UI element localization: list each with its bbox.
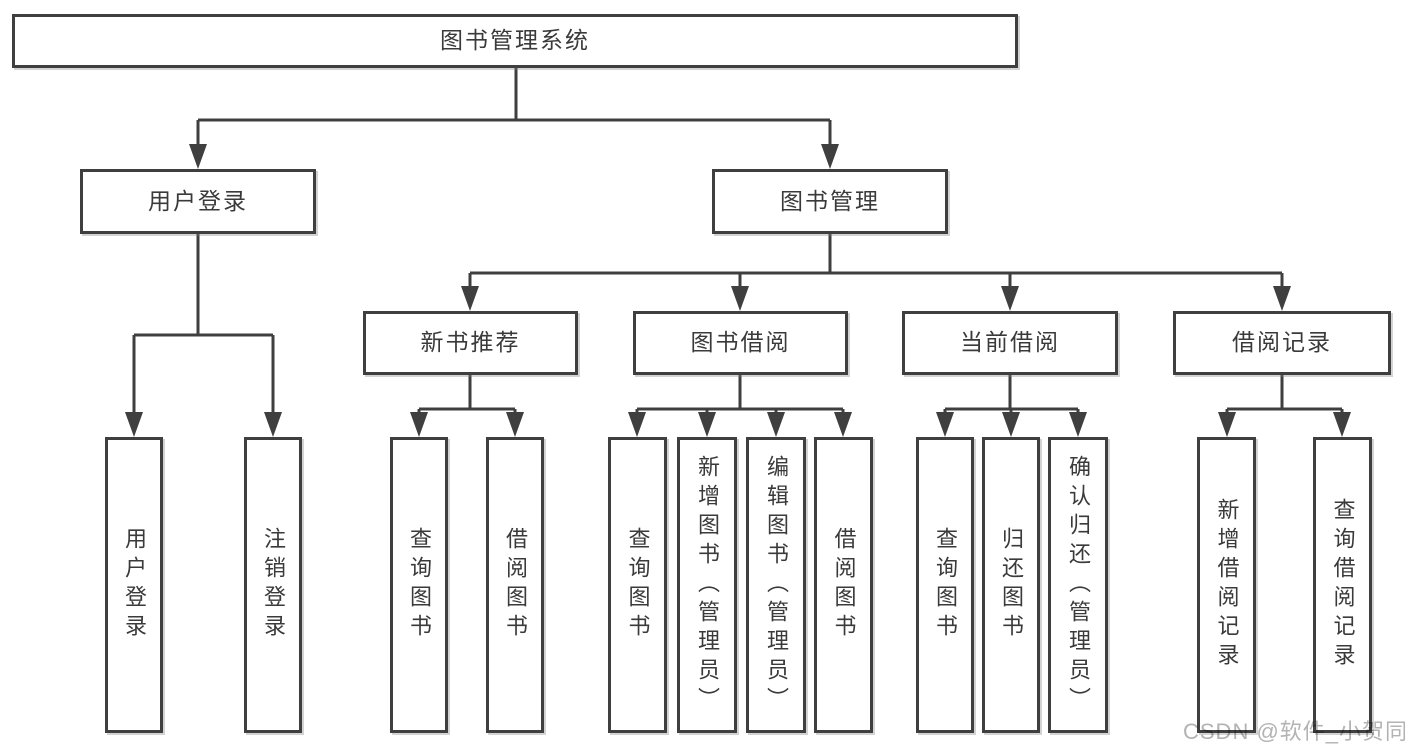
arrow-down-icon: [1001, 286, 1019, 311]
node-borrow-record-label: 借阅记录: [1232, 329, 1332, 356]
node-book-management-label: 图书管理: [780, 187, 880, 214]
node-new-book-recommend-label: 新书推荐: [420, 329, 521, 356]
leaf-user-login: 用户登录: [105, 437, 163, 733]
arrow-down-icon: [189, 144, 207, 169]
csdn-watermark: CSDN @软件_小贺同学: [1183, 719, 1405, 744]
node-borrow-record: 借阅记录: [1173, 311, 1391, 375]
node-user-login-label: 用户登录: [148, 187, 248, 214]
arrow-down-icon: [1333, 412, 1351, 437]
node-current-borrow: 当前借阅: [902, 311, 1118, 375]
arrow-down-icon: [410, 412, 428, 437]
leaf-borrow-books: 借阅图书: [814, 437, 873, 733]
leaf-logout: 注销登录: [244, 437, 302, 733]
arrow-down-icon: [698, 412, 716, 437]
arrow-down-icon: [506, 412, 524, 437]
arrow-down-icon: [1002, 412, 1020, 437]
arrow-down-icon: [1069, 412, 1087, 437]
arrow-down-icon: [461, 286, 479, 311]
leaf-edit-books-admin: 编辑图书（管理员）: [746, 437, 806, 733]
leaf-query-books-current: 查询图书: [916, 437, 974, 733]
arrow-down-icon: [628, 412, 646, 437]
arrow-down-icon: [1273, 286, 1291, 311]
arrow-down-icon: [125, 412, 143, 437]
node-root-label: 图书管理系统: [440, 27, 590, 54]
arrow-down-icon: [767, 412, 785, 437]
leaf-query-books-recommend: 查询图书: [390, 437, 448, 733]
node-book-management: 图书管理: [712, 169, 948, 234]
arrow-down-icon: [834, 412, 852, 437]
leaf-query-books-borrow: 查询图书: [608, 437, 667, 733]
arrow-down-icon: [821, 144, 839, 169]
leaf-return-books: 归还图书: [982, 437, 1040, 733]
node-user-login: 用户登录: [80, 169, 316, 234]
leaf-add-books-admin: 新增图书（管理员）: [677, 437, 737, 733]
node-book-borrow: 图书借阅: [633, 311, 848, 375]
node-new-book-recommend: 新书推荐: [363, 311, 578, 375]
arrow-down-icon: [1218, 412, 1236, 437]
leaf-add-borrow-record: 新增借阅记录: [1197, 437, 1256, 733]
node-root: 图书管理系统: [12, 14, 1018, 68]
arrow-down-icon: [731, 286, 749, 311]
arrow-down-icons: [125, 144, 1351, 437]
leaf-borrow-books-recommend: 借阅图书: [486, 437, 544, 733]
node-current-borrow-label: 当前借阅: [960, 329, 1060, 356]
arrow-down-icon: [936, 412, 954, 437]
leaf-query-borrow-record: 查询借阅记录: [1313, 437, 1372, 733]
leaf-confirm-return-admin: 确认归还（管理员）: [1048, 437, 1108, 733]
node-book-borrow-label: 图书借阅: [690, 329, 791, 356]
arrow-down-icon: [264, 412, 282, 437]
